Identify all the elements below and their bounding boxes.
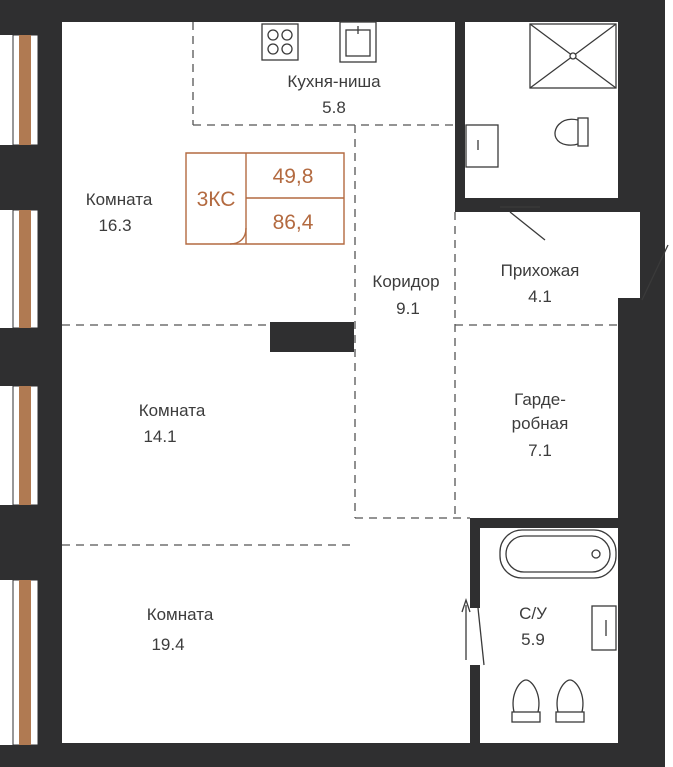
bidet-icon: [555, 679, 585, 723]
room-name: Комната: [86, 190, 153, 209]
room-name: Кухня-ниша: [287, 72, 381, 91]
room-area: 4.1: [528, 287, 552, 306]
room-name-line2: робная: [512, 414, 569, 433]
shower-icon: [529, 23, 617, 89]
room-area: 16.3: [98, 216, 131, 235]
room-area: 5.9: [521, 630, 545, 649]
apartment-badge: 3КС 49,8 86,4: [185, 152, 345, 245]
total-area: 86,4: [273, 211, 314, 234]
room-area: 5.8: [322, 98, 346, 117]
stove-icon: [261, 23, 299, 61]
bath-sink-icon: [591, 605, 617, 651]
room-name: Гарде-: [514, 390, 566, 409]
room-name: Коридор: [372, 272, 439, 291]
room-area: 19.4: [151, 635, 184, 654]
room-area: 7.1: [528, 441, 552, 460]
apartment-type: 3КС: [197, 188, 236, 211]
room-name: Прихожая: [501, 261, 580, 280]
room-name: С/У: [519, 604, 547, 623]
room-area: 9.1: [396, 299, 420, 318]
room-boundaries: [62, 22, 618, 546]
bathtub-icon: [499, 529, 617, 579]
washbasin-icon: [465, 124, 499, 168]
windows: [12, 34, 641, 746]
room-area: 14.1: [143, 427, 176, 446]
toilet-icon-2: [511, 679, 541, 723]
living-area: 49,8: [273, 165, 314, 188]
room-name: Комната: [147, 605, 214, 624]
kitchen-sink-icon: [339, 21, 377, 63]
toilet-icon: [554, 117, 589, 147]
room-labels: Кухня-ниша 5.8 Комната 16.3 Коридор 9.1 …: [86, 72, 580, 654]
room-name: Комната: [139, 401, 206, 420]
doors: [461, 206, 669, 666]
